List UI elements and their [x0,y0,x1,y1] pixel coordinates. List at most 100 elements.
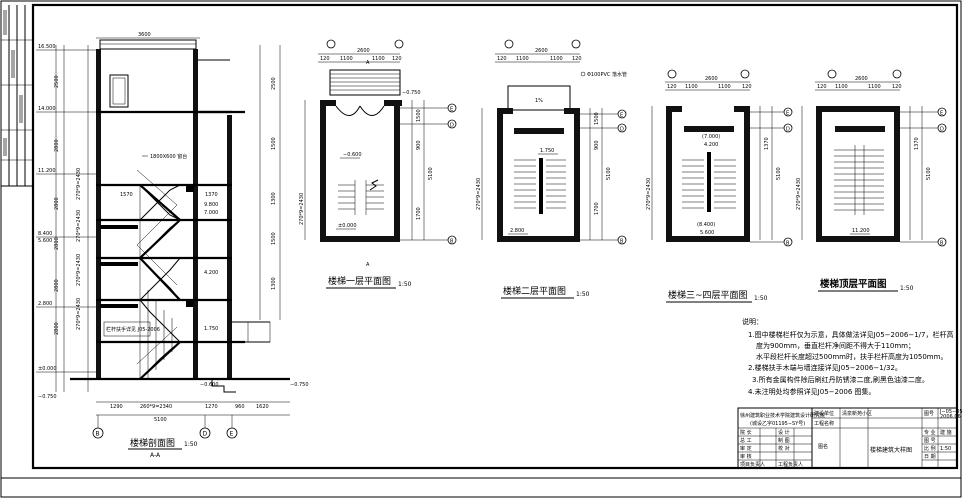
svg-text:D: D [786,127,790,133]
svg-text:制 图: 制 图 [778,437,790,444]
section-drawing: 3600 [36,32,309,459]
svg-text:审 核: 审 核 [740,453,752,460]
notes-title: 说明： [742,317,763,326]
svg-text:(8.400): (8.400) [697,222,715,228]
svg-text:120: 120 [742,84,752,90]
floor1-title: 楼梯一层平面图 [328,275,391,287]
svg-text:E: E [786,111,789,117]
svg-text:±0.000: ±0.000 [38,366,57,372]
svg-text:E: E [230,431,234,438]
svg-text:审 定: 审 定 [740,445,752,452]
svg-text:120: 120 [320,56,330,62]
svg-text:120: 120 [817,84,827,90]
elev-16500: 16.500 [38,44,56,50]
top-dim: 3600 [138,32,151,38]
svg-text:1300: 1300 [271,277,277,290]
svg-text:2800: 2800 [54,197,60,210]
svg-text:D: D [450,123,454,129]
svg-text:8.400: 8.400 [38,231,52,237]
svg-text:度为900mm，垂直栏杆净间距不得大于110mm；: 度为900mm，垂直栏杆净间距不得大于110mm； [756,341,915,350]
svg-text:1:50: 1:50 [576,291,590,298]
svg-text:1.750: 1.750 [204,326,218,332]
svg-text:270*9=2430: 270*9=2430 [299,193,305,225]
svg-text:B: B [620,239,624,245]
svg-text:2500: 2500 [54,75,60,88]
drawing-name: 楼梯建筑大样图 [870,446,912,454]
institute-name: 徐州建筑职业技术学院建筑设计研究院 [740,412,825,419]
svg-text:1:50: 1:50 [900,285,914,292]
svg-text:1370: 1370 [764,137,770,150]
svg-text:D: D [203,431,208,438]
svg-text:−0.750: −0.750 [402,90,421,96]
svg-text:120: 120 [572,56,582,62]
svg-text:1100: 1100 [372,56,385,62]
section-title: 楼梯剖面图 [130,437,175,449]
svg-text:2.800: 2.800 [510,228,524,234]
floor2-plan: 2600 1100 1100 120 120 Φ100PVC 落水管 1% [476,39,627,299]
svg-text:260*9=2340: 260*9=2340 [140,404,172,410]
svg-text:120: 120 [497,56,507,62]
svg-text:2800: 2800 [54,279,60,292]
svg-text:1100: 1100 [340,56,353,62]
svg-text:J−05−05: J−05−05 [939,409,963,415]
svg-text:7.000: 7.000 [204,210,218,216]
floor1-plan: 2600 1100 1100 120 120 A −0.750 −0.600 [299,39,457,289]
svg-text:工程负责人: 工程负责人 [778,461,803,468]
roof-title: 楼梯顶层平面图 [820,278,887,290]
svg-text:1500: 1500 [271,232,277,245]
svg-text:2600: 2600 [705,76,718,82]
svg-text:工程名称: 工程名称 [814,420,834,427]
svg-text:2.楼梯扶手木端与墙连接详见J05−2006−1/32。: 2.楼梯扶手木端与墙连接详见J05−2006−1/32。 [748,363,902,372]
svg-text:1100: 1100 [718,84,731,90]
svg-text:4.未注明处均参照详见J05−2006 图集。: 4.未注明处均参照详见J05−2006 图集。 [748,387,876,396]
svg-text:1100: 1100 [835,84,848,90]
drawing-frame [31,3,959,470]
svg-text:1:50: 1:50 [184,441,198,448]
svg-text:设 计: 设 计 [778,429,790,436]
svg-text:5.600: 5.600 [700,230,714,236]
svg-text:(7.000): (7.000) [702,134,720,140]
svg-text:5.600: 5.600 [38,238,52,244]
svg-text:270*9=2430: 270*9=2430 [646,178,652,210]
svg-text:清泉新苑小区: 清泉新苑小区 [842,410,872,417]
svg-text:2600: 2600 [357,48,370,54]
svg-text:5100: 5100 [154,417,167,423]
svg-text:总 工: 总 工 [740,437,752,444]
svg-text:120: 120 [892,84,902,90]
svg-text:1500: 1500 [594,112,600,125]
svg-text:−0.600: −0.600 [200,382,219,388]
svg-text:1:50: 1:50 [940,446,951,452]
svg-text:E: E [940,111,943,117]
svg-text:2800: 2800 [54,237,60,250]
svg-text:B: B [940,241,944,247]
svg-text:1.750: 1.750 [540,148,554,154]
svg-text:校 对: 校 对 [778,445,790,452]
section-code: A-A [150,452,161,459]
svg-text:B: B [96,431,100,438]
svg-text:2500: 2500 [271,77,277,90]
svg-text:2600: 2600 [535,48,548,54]
svg-text:270*9=2430: 270*9=2430 [76,254,82,286]
svg-text:1300: 1300 [271,192,277,205]
svg-text:2006.06: 2006.06 [940,414,961,420]
svg-text:D: D [620,127,624,133]
svg-text:960: 960 [235,404,245,410]
svg-text:1370: 1370 [205,192,218,198]
svg-text:1%: 1% [535,98,543,104]
svg-text:270*9=2430: 270*9=2430 [76,210,82,242]
svg-text:1500: 1500 [416,109,422,122]
svg-text:1:50: 1:50 [398,281,412,288]
svg-text:1700: 1700 [416,207,422,220]
window-note: 1800X600 窗台 [150,153,187,160]
svg-text:图 号: 图 号 [924,438,936,444]
svg-text:B: B [786,241,790,247]
svg-text:A: A [366,262,370,268]
floor34-plan: 2600 1100 1100 120 120 (7.000) 4.200 (8.… [646,69,793,303]
svg-text:水平段栏杆长度超过500mm时，扶手栏杆高度为1050mm。: 水平段栏杆长度超过500mm时，扶手栏杆高度为1050mm。 [756,352,947,361]
svg-text:专 业: 专 业 [924,429,936,436]
svg-text:3.所有金属构件除后刷红丹防锈漆二度,刷黑色油漆二度。: 3.所有金属构件除后刷红丹防锈漆二度,刷黑色油漆二度。 [752,375,929,384]
svg-text:(城设乙字01195−SY号): (城设乙字01195−SY号) [750,420,805,427]
svg-text:建设单位: 建设单位 [814,410,834,417]
